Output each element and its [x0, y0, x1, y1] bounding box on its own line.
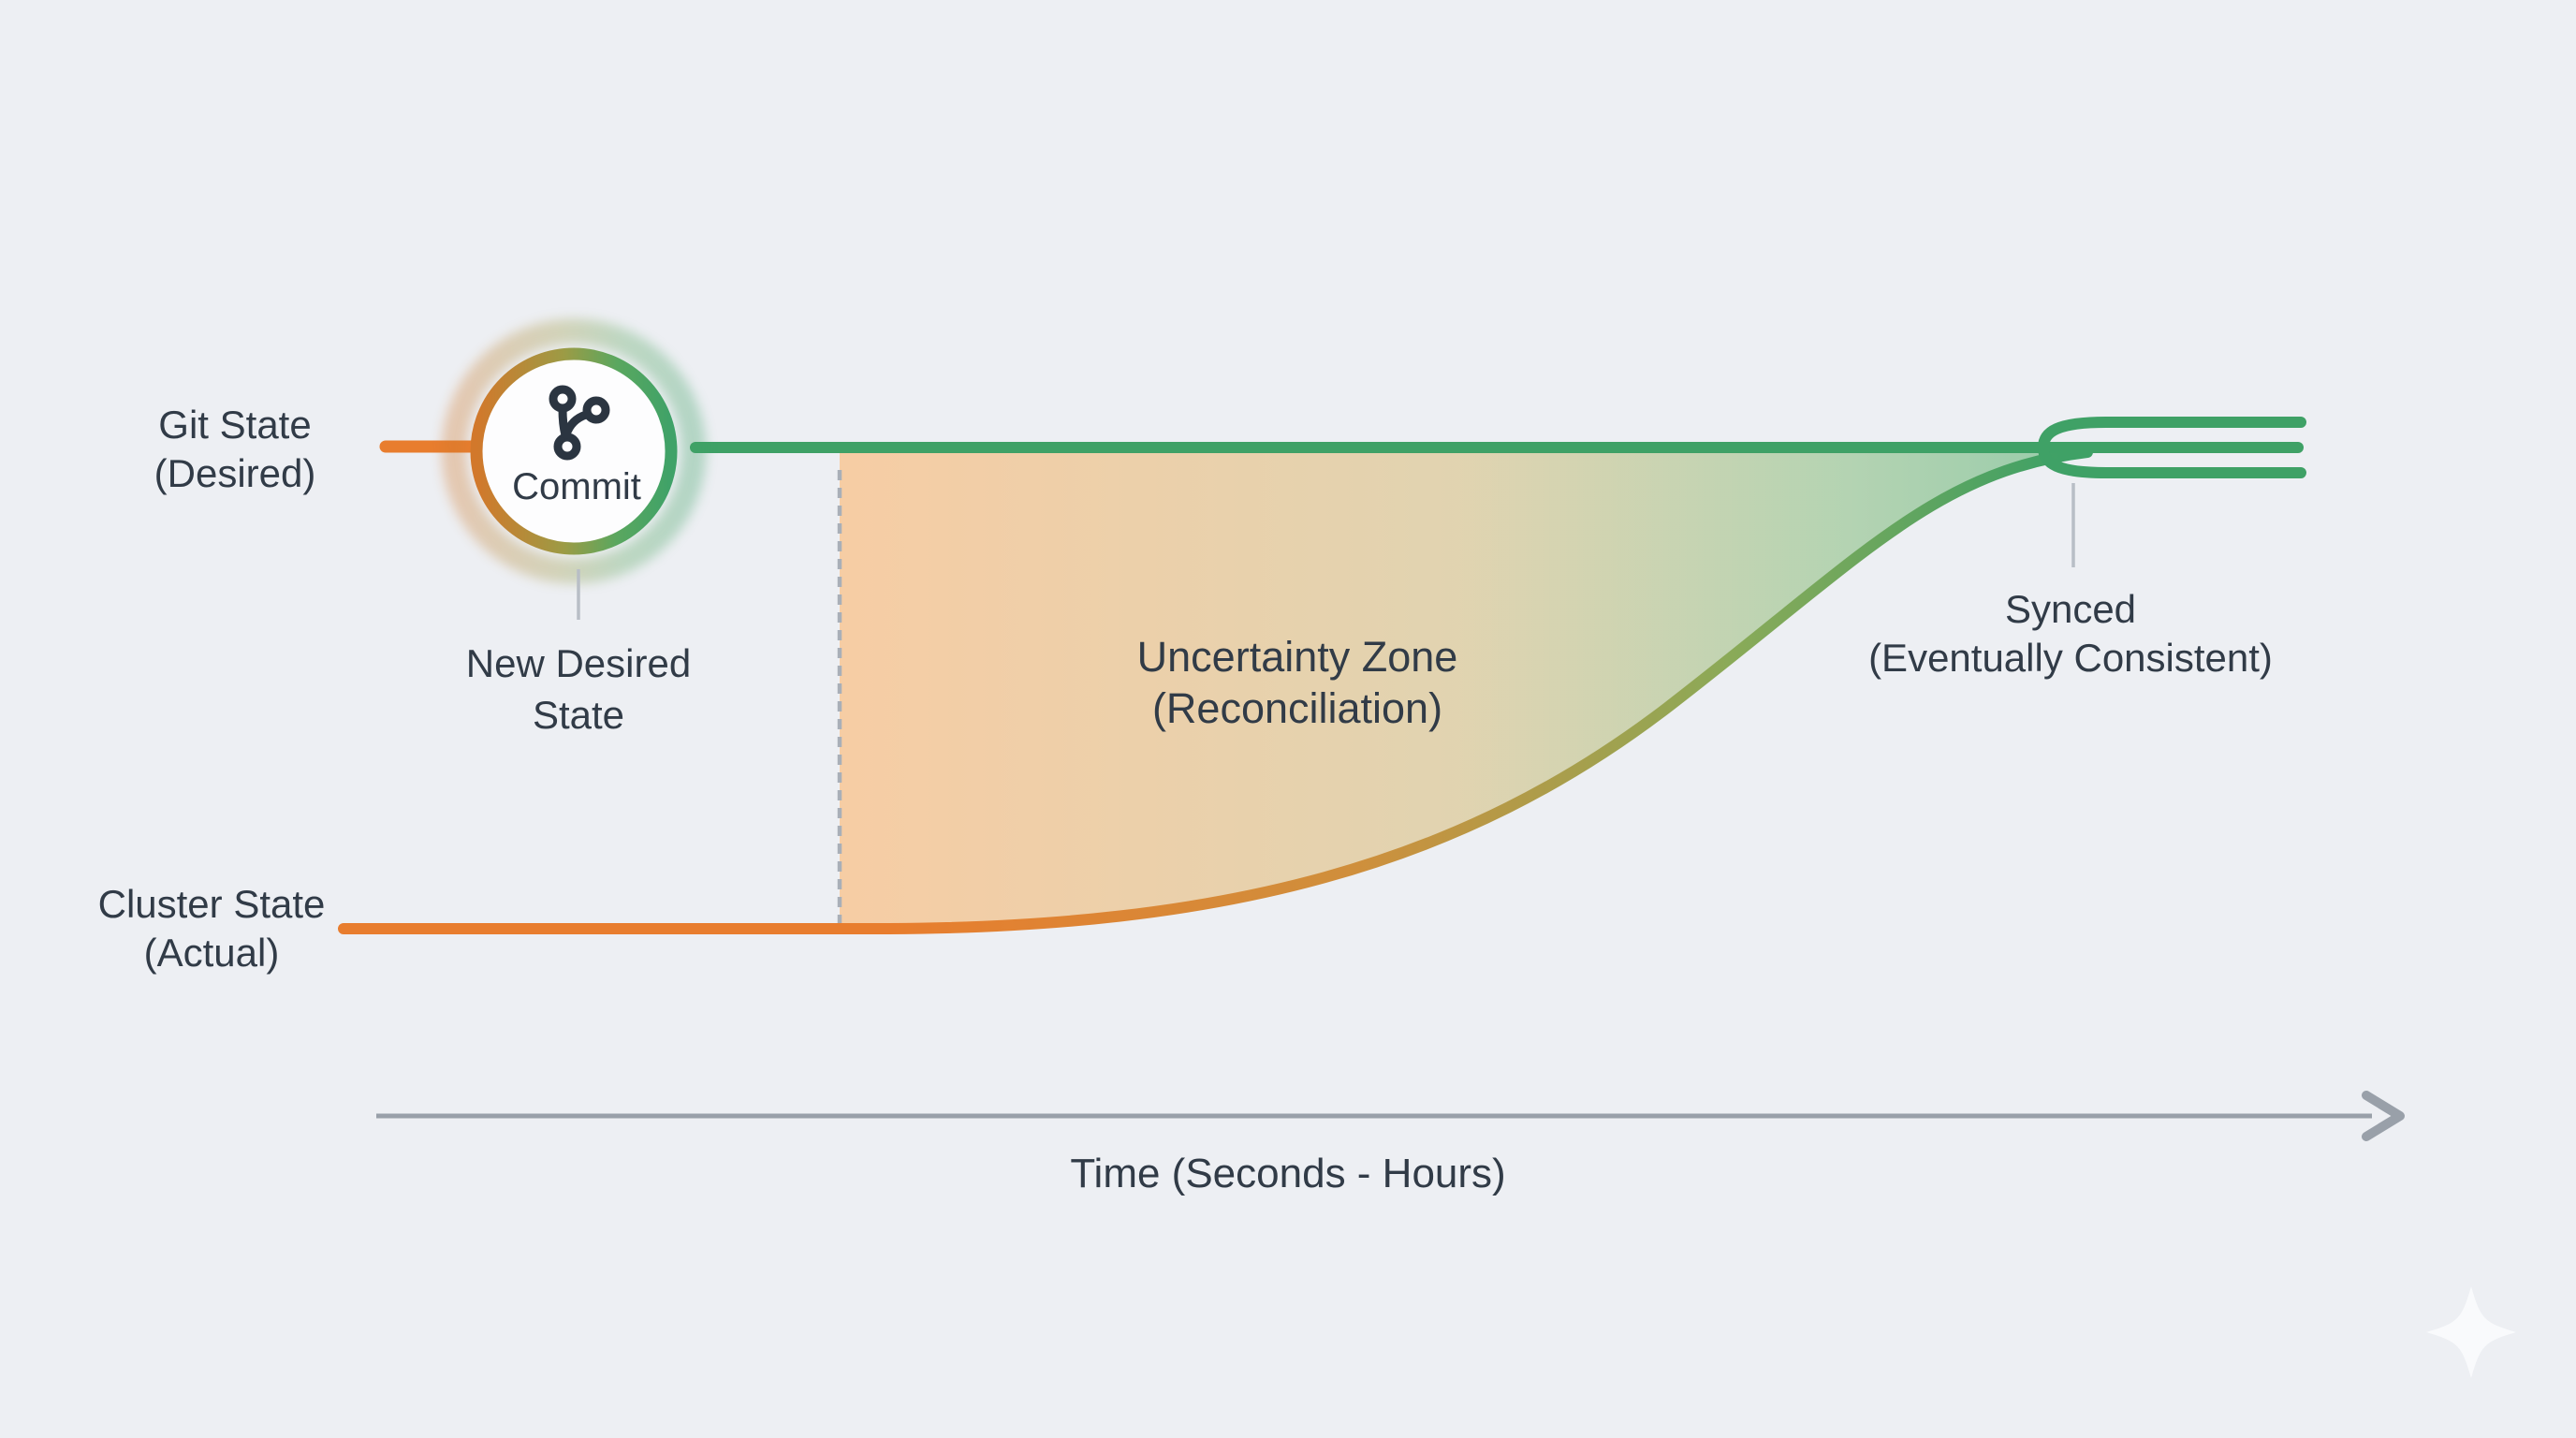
- commit-label: Commit: [512, 466, 641, 507]
- time-axis-label: Time (Seconds - Hours): [1070, 1151, 1505, 1196]
- uncertainty-zone-label-line-2: (Reconciliation): [1152, 684, 1442, 732]
- commit-node-glow: [441, 318, 707, 584]
- uncertainty-zone-fill: [840, 449, 2078, 925]
- git-state-label-line-1: Git State: [158, 403, 311, 447]
- time-axis-arrowhead-icon: [2362, 1091, 2405, 1141]
- git-state-label-line-2: (Desired): [154, 451, 316, 495]
- new-desired-state-label-line-2: State: [533, 693, 624, 737]
- cluster-state-label-line-1: Cluster State: [98, 882, 326, 926]
- git-branch-icon: [549, 385, 610, 461]
- uncertainty-zone-label-line-1: Uncertainty Zone: [1137, 633, 1458, 681]
- new-desired-state-label-line-1: New Desired: [466, 641, 691, 685]
- synced-label-line-2: (Eventually Consistent): [1868, 636, 2273, 680]
- synced-label-line-1: Synced: [2005, 587, 2136, 631]
- sync-fork-lines: [2038, 417, 2306, 478]
- sparkle-icon: [2426, 1286, 2516, 1378]
- cluster-state-label-line-2: (Actual): [144, 931, 280, 975]
- cluster-state-line: [338, 447, 2093, 934]
